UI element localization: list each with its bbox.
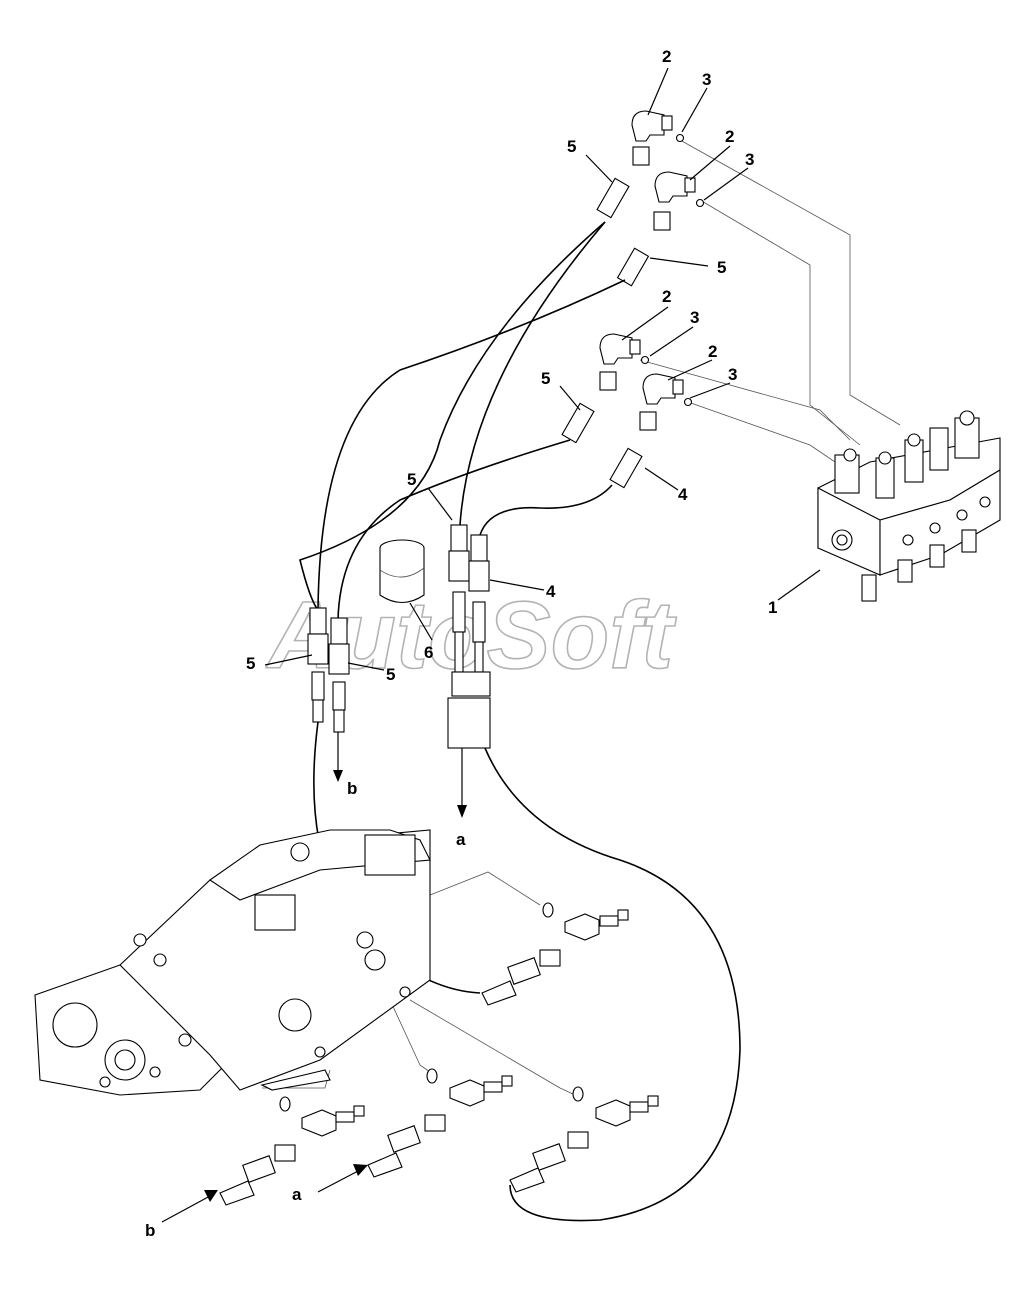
o-ring-3d: [683, 397, 693, 407]
connector-center-4: [468, 534, 490, 673]
callout-2: 2: [725, 127, 734, 146]
pump-port-fitting-upper: [481, 902, 629, 1006]
callout-2: 2: [708, 342, 717, 361]
flow-arrows-upper: [333, 732, 467, 818]
hose-5-upper-right: [317, 211, 671, 611]
callout-4: 4: [546, 582, 556, 601]
elbow-fitting-2d: [642, 373, 684, 405]
elbow-fitting-2b: [654, 171, 696, 203]
hose-4-middle: [479, 411, 657, 536]
valve-block: [817, 410, 1001, 602]
callout-5: 5: [386, 665, 395, 684]
callout-5: 5: [407, 470, 416, 489]
callout-6: 6: [424, 643, 433, 662]
connection-label-b: b: [145, 1221, 155, 1240]
o-ring-3a: [675, 133, 685, 143]
callout-3: 3: [728, 365, 737, 384]
callout-3: 3: [745, 150, 754, 169]
elbow-fitting-2c: [599, 333, 641, 365]
elbow-fitting-2a: [631, 110, 673, 142]
connection-label-a: a: [456, 830, 466, 849]
callout-3: 3: [690, 308, 699, 327]
assembly-leader-lines: [262, 139, 901, 1096]
callout-1: 1: [768, 598, 777, 617]
hose-5-upper-left: [299, 146, 650, 611]
callout-5: 5: [567, 137, 576, 156]
flow-arrows-lower: [161, 1164, 368, 1223]
callout-3: 3: [702, 70, 711, 89]
pump-port-fitting-left: [219, 1096, 365, 1206]
callout-leaders: [264, 67, 821, 671]
connection-label-b: b: [347, 779, 357, 798]
connector-center-5: [448, 524, 470, 673]
connector-left-5a: [307, 607, 329, 723]
callout-5: 5: [541, 369, 550, 388]
o-ring-3c: [640, 355, 650, 365]
callout-2: 2: [662, 47, 671, 66]
pump-port-fitting-right: [509, 1086, 659, 1193]
connector-left-5b: [328, 617, 350, 733]
hydraulic-pump: [34, 829, 431, 1096]
callout-4: 4: [678, 485, 688, 504]
o-ring-3b: [695, 198, 705, 208]
pump-port-fitting-middle: [367, 1068, 513, 1178]
callout-2: 2: [662, 287, 671, 306]
protective-sleeve-6: [379, 539, 425, 604]
connection-label-a: a: [292, 1185, 302, 1204]
connector-lower-center: [447, 671, 491, 749]
callout-5: 5: [246, 654, 255, 673]
callout-labels: 2 3 5 2 3 5 2 3 2 3 5 4 5 4 1 6 5 5 b a …: [145, 47, 777, 1240]
hose-5-middle: [337, 371, 617, 621]
callout-5: 5: [717, 258, 726, 277]
